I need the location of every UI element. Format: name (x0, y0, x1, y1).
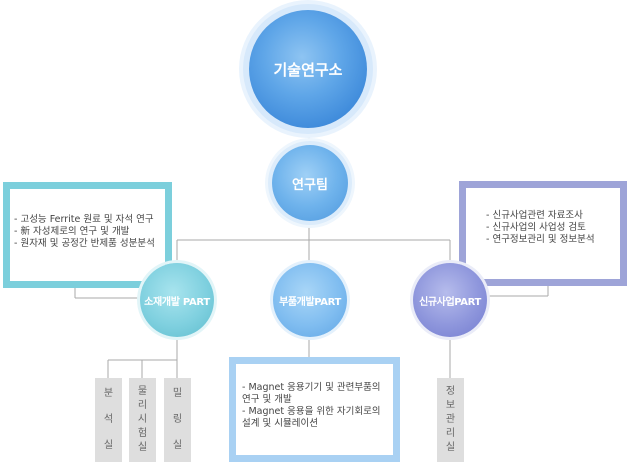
node-research-team: 연구팀 (272, 145, 348, 221)
box-newbiz-tasks: - 신규사업관련 자료조사 - 신규사업의 사업성 검토 - 연구정보관리 및 … (459, 181, 627, 286)
node-materials-part-label: 소재개발 PART (144, 296, 210, 308)
node-research-team-label: 연구팀 (292, 177, 328, 193)
node-research-institute: 기술연구소 (249, 10, 367, 128)
box-left-line: - 원자재 및 공정간 반제품 성분분석 (14, 238, 155, 249)
box-materials-tasks: - 고성능 Ferrite 원료 및 자석 연구 - 新 자성제로의 연구 및 … (3, 182, 172, 288)
node-newbiz-part-label: 신규사업PART (419, 296, 481, 308)
box-right-line: - 신규사업의 사업성 검토 (486, 222, 586, 233)
node-components-part: 부품개발PART (273, 263, 347, 337)
node-materials-part: 소재개발 PART (140, 263, 214, 337)
node-newbiz-part: 신규사업PART (413, 263, 487, 337)
box-mid-line: - Magnet 응용기기 및 관련부품의 (242, 382, 381, 393)
box-mid-line: 설계 및 시뮬레이션 (242, 418, 318, 429)
box-left-line: - 新 자성제로의 연구 및 개발 (14, 226, 130, 237)
box-mid-line: 연구 및 개발 (242, 394, 292, 405)
box-components-tasks: - Magnet 응용기기 및 관련부품의 연구 및 개발 - Magnet 응… (229, 357, 400, 462)
box-right-line: - 신규사업관련 자료조사 (486, 210, 583, 221)
box-right-line: - 연구정보관리 및 정보분석 (486, 234, 595, 245)
box-mid-line: - Magnet 응용을 위한 자기회로의 (242, 406, 381, 417)
node-research-institute-label: 기술연구소 (273, 60, 343, 79)
box-left-line: - 고성능 Ferrite 원료 및 자석 연구 (14, 214, 154, 225)
node-components-part-label: 부품개발PART (279, 296, 341, 308)
